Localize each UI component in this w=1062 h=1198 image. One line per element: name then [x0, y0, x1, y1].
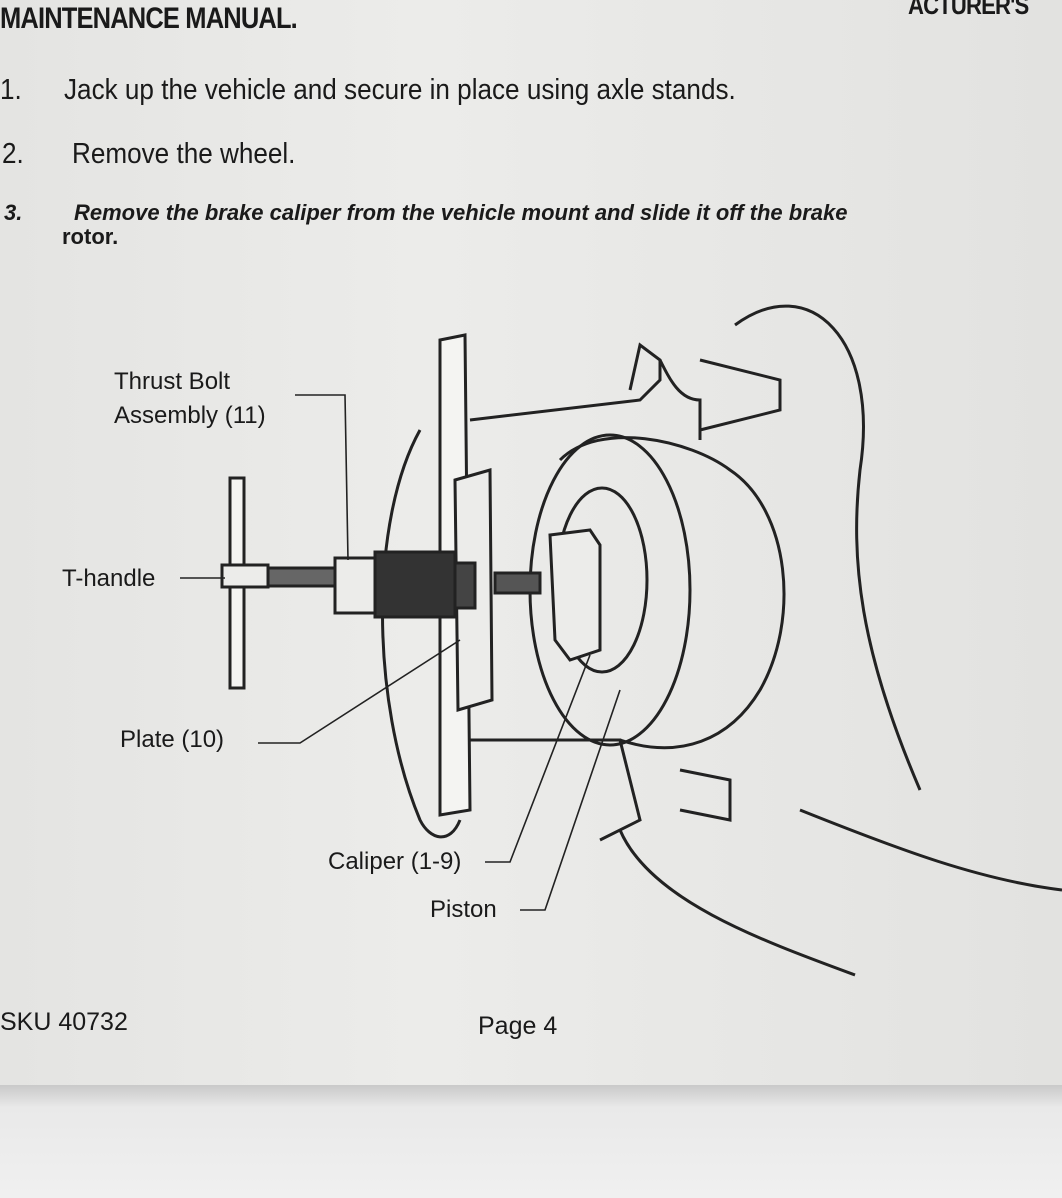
step-3-text: Remove the brake caliper from the vehicl…	[74, 200, 848, 225]
step-1-number: 1.	[0, 74, 22, 106]
manual-page: MAINTENANCE MANUAL. ACTURER'S 1. Jack up…	[0, 0, 1062, 1085]
table-surface	[0, 1085, 1062, 1198]
step-2-text: Remove the wheel.	[72, 138, 296, 170]
label-caliper: Caliper (1-9)	[328, 848, 462, 875]
brake-caliper-diagram	[180, 304, 1062, 977]
step-2-number: 2.	[2, 138, 24, 170]
label-plate: Plate (10)	[120, 726, 225, 753]
step-1-text: Jack up the vehicle and secure in place …	[64, 74, 736, 106]
manual-title: MAINTENANCE MANUAL.	[0, 2, 298, 35]
label-thrust-bolt: Thrust Bolt	[114, 368, 231, 395]
page-number: Page 4	[478, 1012, 558, 1040]
label-thrust-bolt-assembly: Assembly (11)	[114, 402, 266, 429]
step-3-text-cont: rotor.	[62, 224, 119, 249]
header-fragment: ACTURER'S	[908, 0, 1029, 20]
sku-number: SKU 40732	[0, 1008, 128, 1036]
label-piston: Piston	[430, 896, 497, 923]
step-3-number: 3.	[4, 200, 23, 225]
label-t-handle: T-handle	[62, 565, 156, 592]
